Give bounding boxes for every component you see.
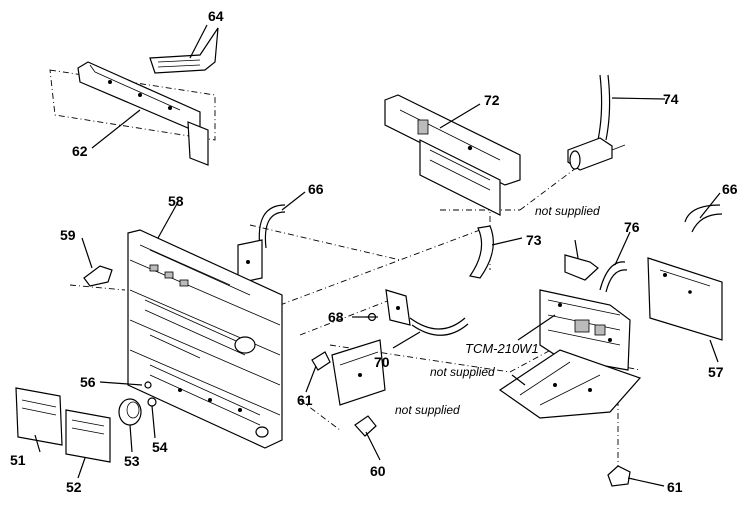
part-61-clip-right bbox=[607, 465, 631, 487]
part-57-side-board bbox=[647, 257, 723, 341]
part-number-labels: 64 62 72 74 66 66 58 59 73 76 68 70 56 6… bbox=[10, 8, 738, 495]
leader-lines bbox=[34, 24, 721, 487]
label-70: 70 bbox=[374, 354, 390, 370]
label-53: 53 bbox=[124, 453, 140, 469]
part-64-ribbon-cable bbox=[149, 27, 219, 74]
label-76: 76 bbox=[624, 219, 640, 235]
part-66-cable-left bbox=[237, 204, 286, 284]
label-74: 74 bbox=[663, 91, 679, 107]
part-66-cable-right bbox=[684, 204, 723, 233]
label-62: 62 bbox=[72, 143, 88, 159]
part-56-knob bbox=[144, 381, 152, 389]
label-64: 64 bbox=[208, 8, 224, 24]
label-57: 57 bbox=[708, 364, 724, 380]
notes: not supplied not supplied not supplied T… bbox=[395, 204, 600, 417]
part-76-cable bbox=[599, 261, 628, 293]
note-not-supplied-mid: not supplied bbox=[430, 365, 495, 379]
note-not-supplied-bottom: not supplied bbox=[395, 403, 460, 417]
part-54-knob bbox=[147, 397, 157, 407]
tape-mechanism-tcm-210w1 bbox=[498, 254, 642, 419]
part-70-bracket-cable bbox=[385, 289, 469, 336]
label-72: 72 bbox=[484, 92, 500, 108]
label-66-right: 66 bbox=[722, 181, 738, 197]
part-59-button bbox=[83, 265, 113, 287]
label-73: 73 bbox=[526, 232, 542, 248]
part-52-cover bbox=[65, 409, 111, 463]
part-61-clip-center bbox=[311, 351, 331, 371]
part-68-screw bbox=[366, 312, 378, 322]
part-74-motor-cable bbox=[567, 74, 626, 171]
part-62-bracket-board bbox=[77, 61, 209, 166]
part-73-flat-cable bbox=[468, 225, 494, 279]
part-53-knob bbox=[118, 398, 142, 426]
label-58: 58 bbox=[168, 193, 184, 209]
label-54: 54 bbox=[152, 439, 168, 455]
label-68: 68 bbox=[328, 309, 344, 325]
model-label: TCM-210W1 bbox=[465, 341, 539, 356]
label-66-left: 66 bbox=[308, 181, 324, 197]
note-not-supplied-top: not supplied bbox=[535, 204, 600, 218]
label-61-right: 61 bbox=[667, 479, 683, 495]
unsupplied-board-center bbox=[331, 339, 386, 406]
label-56: 56 bbox=[80, 374, 96, 390]
part-72-circuit-board bbox=[384, 94, 521, 216]
part-60-clip bbox=[354, 415, 377, 437]
part-58-front-panel bbox=[127, 229, 283, 449]
label-61-center: 61 bbox=[297, 392, 313, 408]
label-52: 52 bbox=[66, 479, 82, 495]
part-51-cover bbox=[15, 387, 63, 446]
label-60: 60 bbox=[370, 463, 386, 479]
label-51: 51 bbox=[10, 452, 26, 468]
label-59: 59 bbox=[60, 227, 76, 243]
